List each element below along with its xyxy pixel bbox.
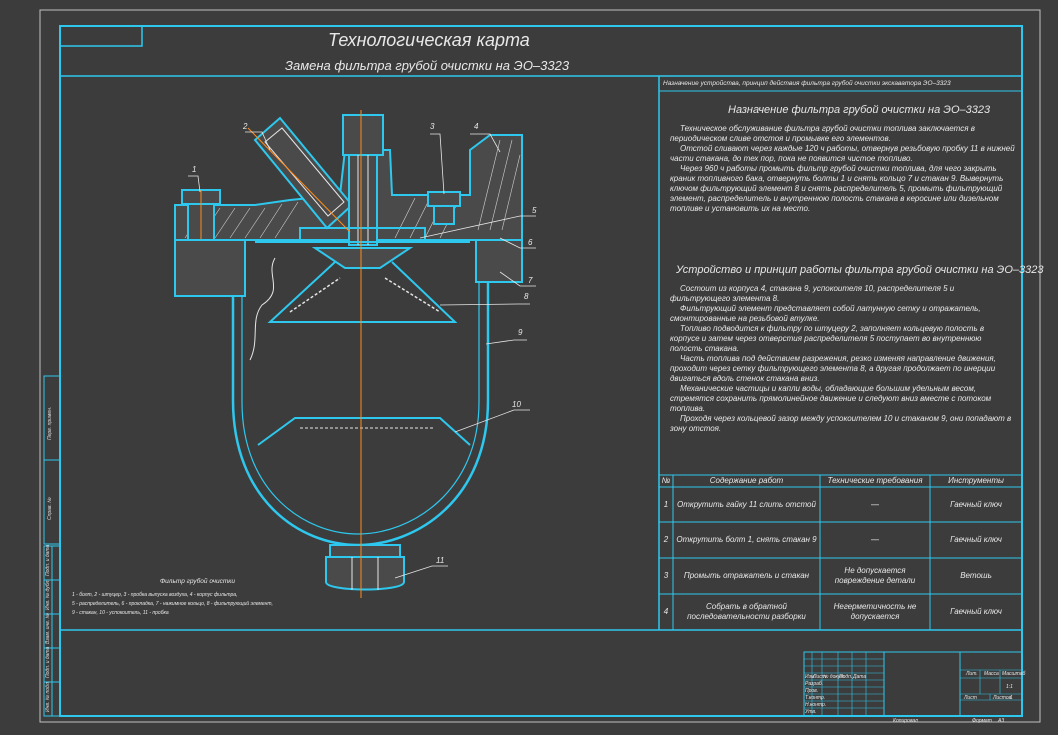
tb-right-value: 1 xyxy=(1010,695,1013,701)
tb-label: Пров. xyxy=(805,688,819,694)
ops-header-work: Содержание работ xyxy=(709,476,784,485)
tb-right-label: Лист xyxy=(964,695,977,701)
tb-label: Разраб. xyxy=(805,681,824,687)
callout-7: 7 xyxy=(528,276,533,285)
tb-right-label: Масштаб xyxy=(1002,671,1026,677)
section-paragraph: Механические частицы и капли воды, облад… xyxy=(670,384,992,413)
page-subtitle: Замена фильтра грубой очистки на ЭО–3323 xyxy=(285,58,570,73)
body-hatch xyxy=(184,139,521,239)
section-device: Устройство и принцип работы фильтра груб… xyxy=(670,264,1044,434)
side-label: Подп. и дата xyxy=(45,544,51,576)
section-paragraph: Топливо подводится к фильтру по штуцеру … xyxy=(670,324,985,353)
tb-label: Дата xyxy=(853,674,867,680)
table-row-num: 3 xyxy=(663,571,669,580)
callout-9: 9 xyxy=(518,328,523,337)
table-row-work: Открутить болт 1, снять стакан 9 xyxy=(676,535,817,544)
section-purpose: Назначение фильтра грубой очистки на ЭО–… xyxy=(670,104,1015,214)
section-paragraph: Через 960 ч работы промыть фильтр грубой… xyxy=(670,164,1004,213)
side-label: Взам. инв. № xyxy=(45,613,51,644)
tb-label: Изм. xyxy=(805,674,816,680)
table-row-req: — xyxy=(871,499,879,509)
table-row-req: — xyxy=(871,535,879,544)
tb-label: Н.контр. xyxy=(805,702,827,708)
fitting-axis xyxy=(247,127,351,233)
table-row-num: 1 xyxy=(663,499,669,509)
table-row-req: Не допускается повреждение детали xyxy=(834,566,916,585)
callout-8: 8 xyxy=(524,292,529,301)
filter-drawing xyxy=(174,110,536,598)
center-stem xyxy=(342,114,384,246)
callout-5: 5 xyxy=(532,206,537,215)
callout-6: 6 xyxy=(528,238,533,247)
ops-table-grid xyxy=(659,474,1022,630)
ops-header-tools: Инструменты xyxy=(948,476,1004,485)
page-title: Технологическая карта xyxy=(328,30,530,50)
section-paragraph: Фильтрующий элемент представляет собой л… xyxy=(670,304,981,323)
filter-element-8 xyxy=(267,247,458,323)
drain-plug-11 xyxy=(325,544,405,591)
break-line xyxy=(249,257,276,361)
callout-3: 3 xyxy=(430,122,435,131)
table-row-work: Открутить гайку 11 слить отстой xyxy=(677,499,816,509)
header-tab xyxy=(59,25,143,47)
callout-4: 4 xyxy=(474,122,479,131)
pressure-ring-7 xyxy=(174,239,523,297)
tb-label: Подп. xyxy=(839,674,853,680)
table-row-req: Негерметичность не допускается xyxy=(833,602,917,621)
main-frame xyxy=(59,25,1023,717)
section-paragraph: Техническое обслуживание фильтра грубой … xyxy=(670,124,975,143)
footer-format-value: A3 xyxy=(998,718,1005,724)
section-heading: Устройство и принцип работы фильтра груб… xyxy=(676,264,1044,276)
distributor-5 xyxy=(255,227,470,243)
callout-11: 11 xyxy=(436,556,445,565)
tb-right-value: 1:1 xyxy=(1006,684,1013,690)
sheet-outer-border xyxy=(39,9,1041,723)
table-row-work: Собрать в обратной последовательности ра… xyxy=(687,602,806,621)
side-label: Справ. № xyxy=(47,497,53,520)
ops-header-req: Технические требования xyxy=(827,476,923,485)
leader-lines xyxy=(188,131,536,579)
section-paragraph: Состоит из корпуса 4, стакана 9, успокои… xyxy=(670,284,955,303)
info-header: Назначение устройства, принцип действия … xyxy=(663,80,951,87)
section-paragraph: Часть топлива под действием разрежения, … xyxy=(670,354,996,383)
callout-10: 10 xyxy=(512,400,521,409)
table-row-tool: Гаечный ключ xyxy=(950,499,1002,509)
section-paragraph: Отстой сливают через каждые 120 ч работы… xyxy=(670,144,1015,163)
table-row-num: 2 xyxy=(663,535,669,544)
tb-label: № докум. xyxy=(823,674,846,680)
footer-format: Формат xyxy=(972,718,992,724)
tb-right-label: Масса xyxy=(984,671,999,677)
title-block-grid xyxy=(803,651,1023,717)
drawing-caption: Фильтр грубой очистки xyxy=(160,578,235,585)
tb-label: Лист xyxy=(813,674,826,680)
drawing-legend-line: 5 - распределитель, 6 - прокладка, 7 - н… xyxy=(72,601,273,607)
tb-label: Т.контр. xyxy=(805,695,826,701)
table-row-work: Промыть отражатель и стакан xyxy=(683,571,810,580)
ops-header-num: № xyxy=(661,476,671,485)
table-row-tool: Гаечный ключ xyxy=(950,535,1002,544)
side-columns xyxy=(43,375,61,717)
tb-right-label: Лит. xyxy=(966,671,978,677)
drawing-legend-line: 1 - болт, 2 - штуцер, 3 - пробка выпуска… xyxy=(72,592,238,598)
table-row-num: 4 xyxy=(663,607,669,616)
section-paragraph: Проходя через кольцевой зазор между успо… xyxy=(670,414,1012,433)
tb-right-label: Листов xyxy=(993,695,1012,701)
callout-2: 2 xyxy=(243,122,248,131)
side-label: Подп. и дата xyxy=(45,646,51,678)
section-heading: Назначение фильтра грубой очистки на ЭО–… xyxy=(728,104,991,116)
side-label: Перв. примен. xyxy=(47,406,53,440)
drawing-legend-line: 9 - стакан, 10 - успокоитель, 11 - пробк… xyxy=(72,610,169,616)
side-label: Инв. № подл. xyxy=(45,680,51,712)
baffle-10 xyxy=(257,417,471,446)
table-row-tool: Гаечный ключ xyxy=(950,607,1002,616)
callout-1: 1 xyxy=(192,165,197,174)
footer-copied: Копировал xyxy=(893,718,918,724)
table-row-tool: Ветошь xyxy=(960,571,992,580)
side-label: Инв. № дубл. xyxy=(45,579,51,610)
tb-label: Утв. xyxy=(805,709,817,715)
